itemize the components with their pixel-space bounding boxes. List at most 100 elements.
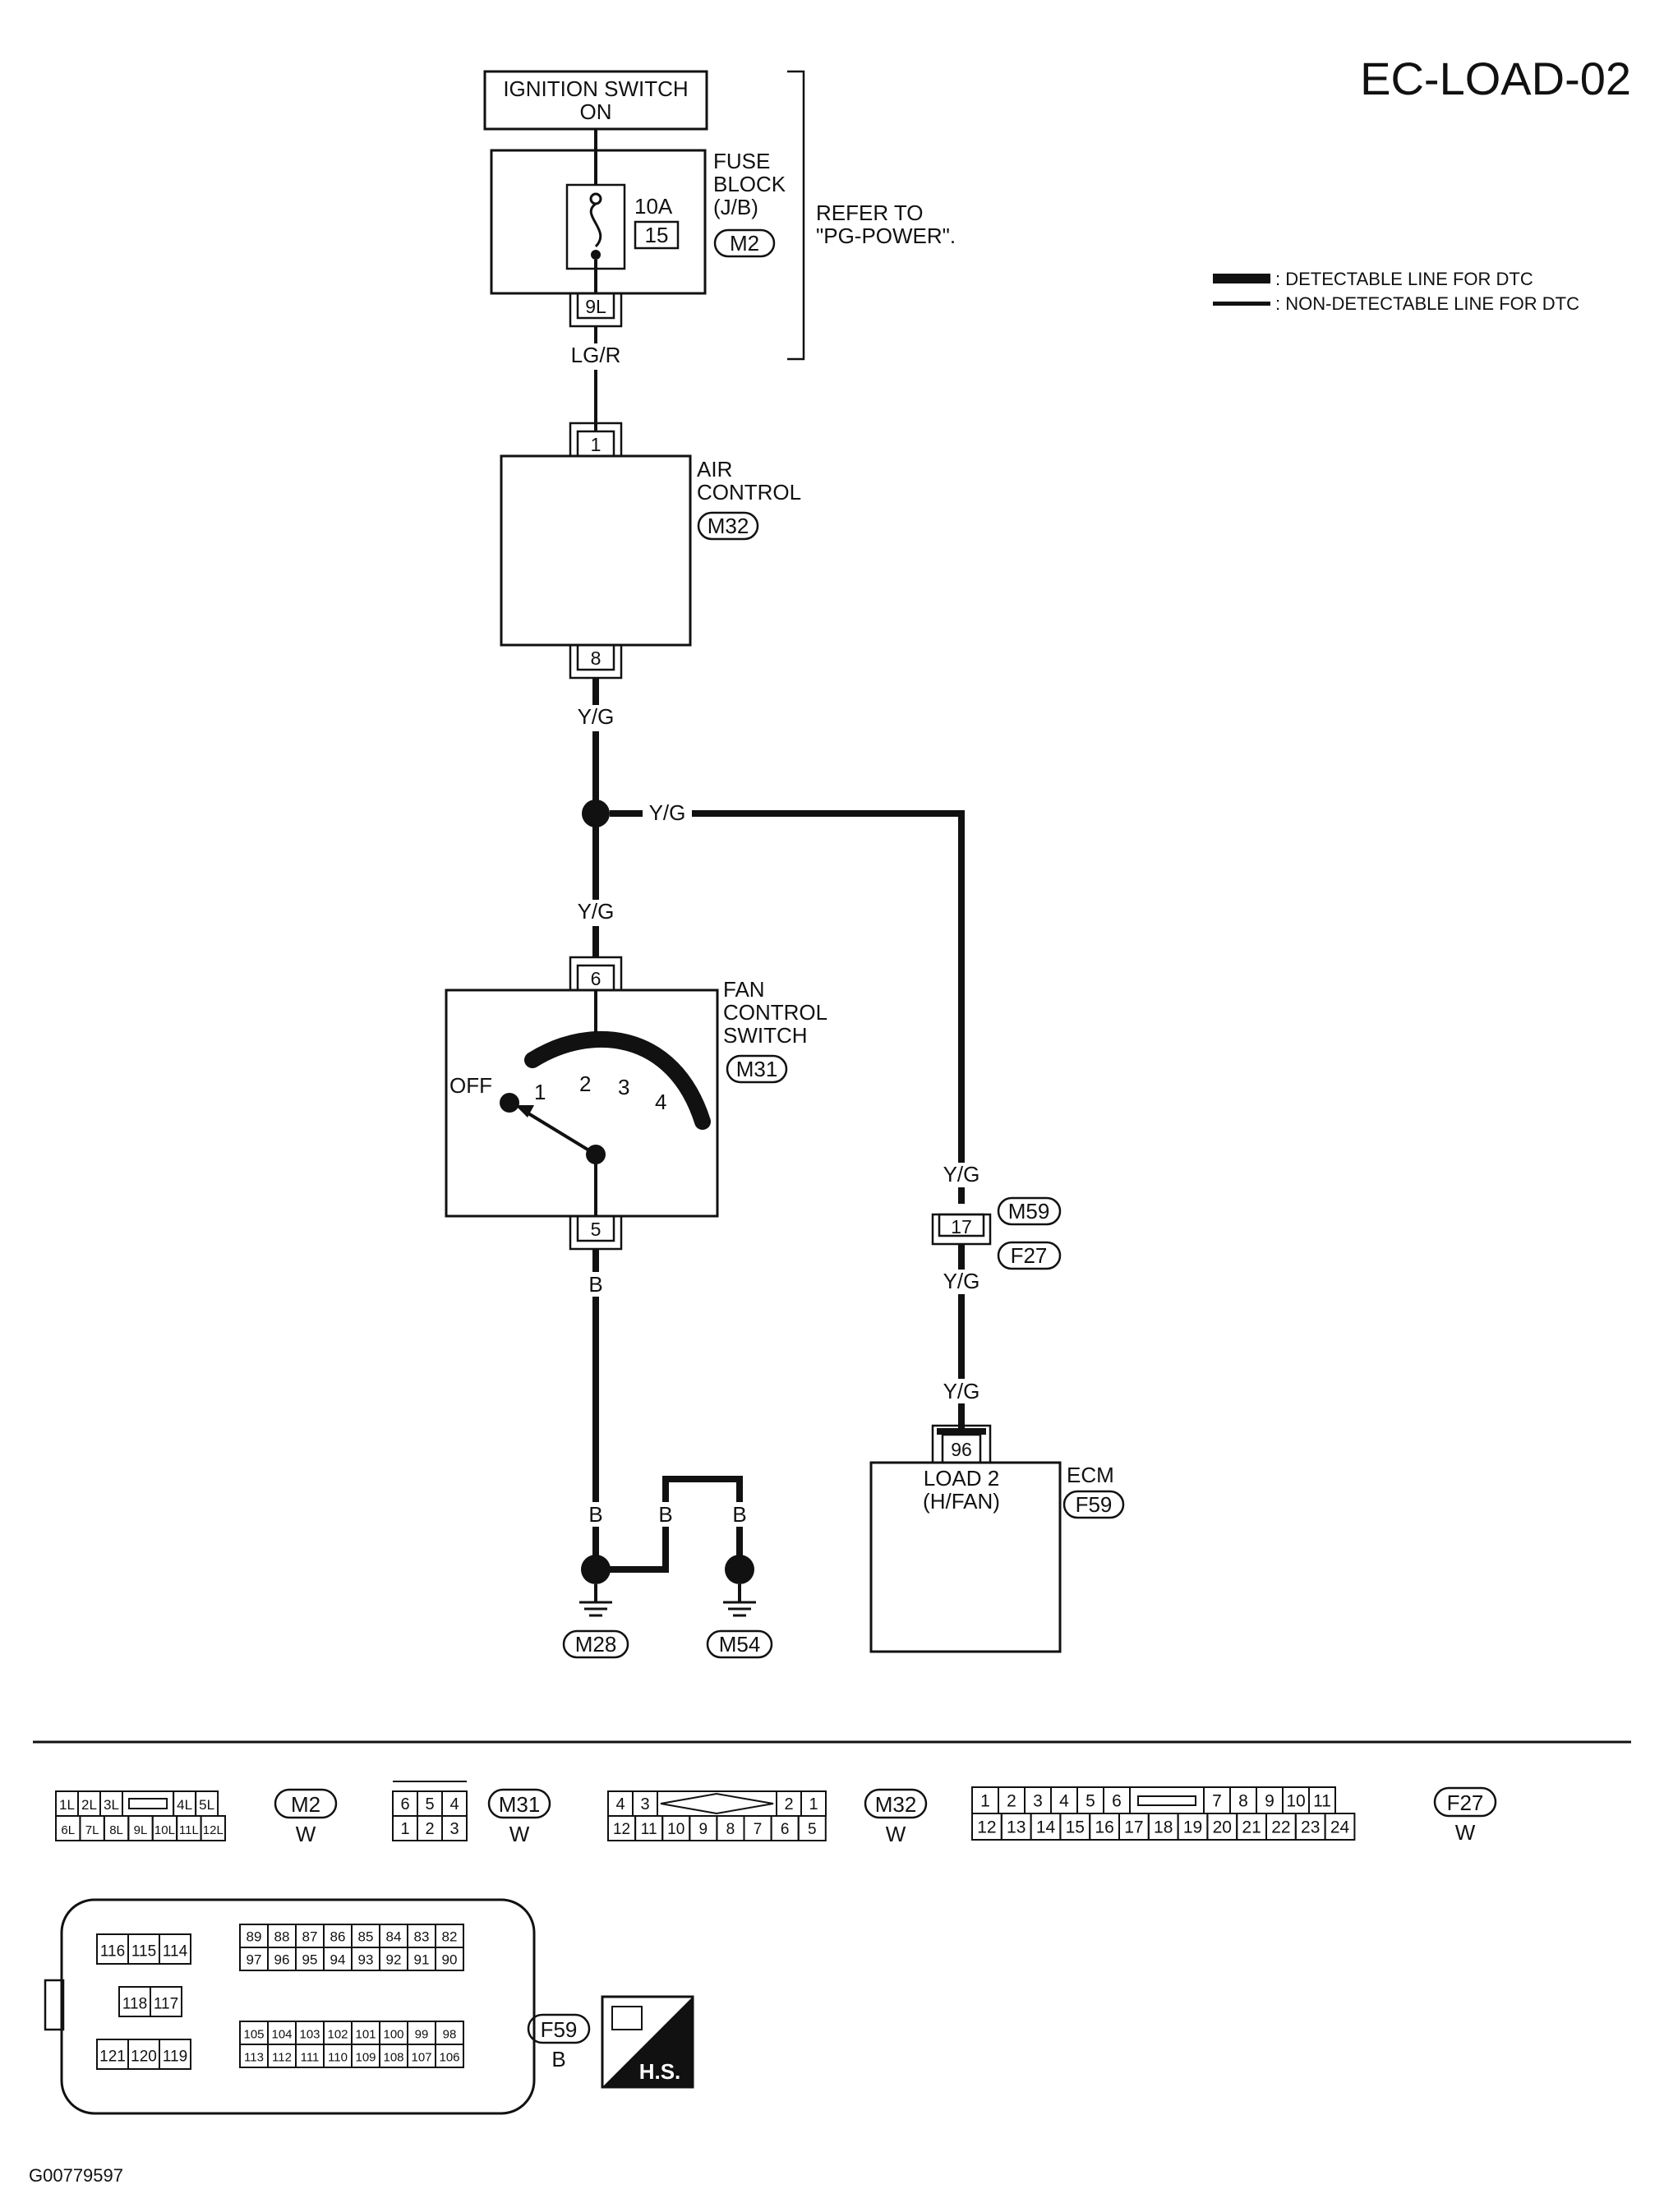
f59-pin: 103 xyxy=(299,2027,320,2041)
f59-pin: 96 xyxy=(274,1952,290,1967)
m2-pin: 7L xyxy=(85,1823,99,1837)
f59-pin: 90 xyxy=(442,1952,458,1967)
m2-pin: 10L xyxy=(154,1823,175,1837)
fuse-block: 10A 15 FUSE BLOCK (J/B) M2 9L xyxy=(490,149,786,328)
m2-pin: 5L xyxy=(199,1797,214,1813)
f59-pin: 98 xyxy=(443,2027,457,2041)
f59-pin: 106 xyxy=(439,2050,459,2064)
m2-pin: 9L xyxy=(134,1823,148,1837)
f27-cell xyxy=(1324,1813,1356,1841)
fan-switch-pos-2: 2 xyxy=(579,1071,591,1096)
m32-pin: 5 xyxy=(808,1821,817,1838)
legend-non-detectable: : NON-DETECTABLE LINE FOR DTC xyxy=(1275,293,1579,314)
inline-connector: Y/G 17 M59 F27 xyxy=(931,1162,1062,1270)
f59-pin: 117 xyxy=(154,1995,178,2012)
m2-color: W xyxy=(296,1822,316,1846)
ground-m54: M54 xyxy=(706,1555,773,1659)
f59-pin: 89 xyxy=(247,1929,262,1944)
m31-pin: 4 xyxy=(449,1795,459,1813)
f27-pin: 14 xyxy=(1036,1818,1056,1836)
f59-pin: 112 xyxy=(272,2050,292,2064)
f27-pin: 11 xyxy=(1313,1791,1331,1810)
m2-pin: 8L xyxy=(109,1823,123,1837)
m2-pin: 12L xyxy=(203,1823,224,1837)
fan-switch-pin-out: 5 xyxy=(591,1219,602,1240)
m32-cell xyxy=(797,1815,827,1841)
legend-detectable: : DETECTABLE LINE FOR DTC xyxy=(1275,269,1533,289)
f59-housing xyxy=(44,1898,536,2115)
f27-pin: 5 xyxy=(1086,1791,1095,1810)
m32-color: W xyxy=(886,1822,906,1846)
wire-label-b-4: B xyxy=(732,1502,746,1527)
m32-key xyxy=(657,1790,777,1817)
refer-label-2: "PG-POWER". xyxy=(816,224,956,248)
f59-pin: 115 xyxy=(131,1942,156,1960)
ground-m28: M28 xyxy=(562,1555,629,1659)
m2-id: M2 xyxy=(291,1792,320,1817)
f27-pin: 15 xyxy=(1066,1818,1085,1836)
air-control-connector: M32 xyxy=(708,514,749,538)
detectable-line-swatch xyxy=(1213,274,1270,283)
fuse-block-connector: M2 xyxy=(730,231,759,256)
f59-pin: 92 xyxy=(386,1952,402,1967)
f27-key-slot xyxy=(1137,1795,1196,1806)
m2-pin: 2L xyxy=(81,1797,97,1813)
m32-pin: 1 xyxy=(809,1795,818,1813)
fan-switch-pos-off: OFF xyxy=(449,1073,492,1098)
wire-label-yg-4: Y/G xyxy=(943,1269,980,1293)
fuse-icon xyxy=(589,202,602,248)
f27-pin: 23 xyxy=(1301,1818,1320,1836)
f59-pin: 118 xyxy=(122,1995,147,2012)
fuse-rating: 10A xyxy=(634,194,673,219)
f59-pin: 102 xyxy=(327,2027,348,2041)
air-control-pin-in: 1 xyxy=(591,434,602,455)
fan-switch-pos-3: 3 xyxy=(618,1075,629,1099)
air-control-label-2: CONTROL xyxy=(697,480,801,505)
fan-control-switch: 6 OFF 1 2 3 4 FAN CONTROL SWITCH M31 5 xyxy=(445,956,827,1251)
fuse-number: 15 xyxy=(645,223,669,247)
m32-key-diamond xyxy=(660,1792,774,1815)
wire-label-yg-3: Y/G xyxy=(943,1162,980,1187)
m31-pin: 2 xyxy=(425,1820,434,1838)
f59-pin: 116 xyxy=(100,1942,125,1960)
f27-pin: 12 xyxy=(977,1818,996,1836)
ignition-switch: IGNITION SWITCH ON xyxy=(483,70,708,131)
refer-label-1: REFER TO xyxy=(816,200,924,225)
ecm-label: ECM xyxy=(1067,1463,1114,1487)
fuse-block-label-1: FUSE xyxy=(713,149,770,173)
f59-pin: 105 xyxy=(243,2027,264,2041)
wire-label-b-3: B xyxy=(658,1502,672,1527)
f27-color: W xyxy=(1455,1820,1476,1845)
f59-pin: 120 xyxy=(131,2048,157,2065)
m2-tag xyxy=(274,1788,338,1819)
legend: : DETECTABLE LINE FOR DTC : NON-DETECTAB… xyxy=(1213,269,1579,314)
f59-pin: 113 xyxy=(244,2050,264,2064)
fan-switch-pos-1: 1 xyxy=(534,1080,546,1104)
f27-pin: 17 xyxy=(1124,1818,1143,1836)
air-control: 1 AIR CONTROL M32 8 xyxy=(500,422,801,680)
m2-key xyxy=(122,1790,175,1817)
f59-cell xyxy=(159,2039,191,2070)
ground-m28-connector: M28 xyxy=(575,1632,617,1657)
m32-pin: 11 xyxy=(641,1821,657,1838)
fan-switch-label-3: SWITCH xyxy=(723,1023,808,1048)
f27-key xyxy=(1129,1786,1205,1814)
ignition-state: ON xyxy=(580,99,612,124)
f27-pin: 7 xyxy=(1212,1791,1222,1810)
f59-tag xyxy=(527,2013,591,2044)
fuse-block-label-2: BLOCK xyxy=(713,172,786,196)
f27-pin: 6 xyxy=(1112,1791,1122,1810)
f59-id: F59 xyxy=(541,2017,578,2042)
m32-pin: 4 xyxy=(615,1795,625,1813)
m32-id: M32 xyxy=(875,1792,917,1817)
m32-pin: 3 xyxy=(640,1795,649,1813)
m2-cell xyxy=(200,1815,227,1841)
wire-label-yg-branch: Y/G xyxy=(649,800,686,825)
splice-point xyxy=(582,800,610,827)
f27-pin: 2 xyxy=(1007,1791,1016,1810)
inline-connector-upper: M59 xyxy=(1008,1199,1050,1224)
m32-pin: 9 xyxy=(699,1821,708,1838)
f59-pin: 109 xyxy=(355,2050,376,2064)
m2-key-slot xyxy=(128,1798,168,1809)
ecm-pin-label-1: LOAD 2 xyxy=(924,1466,1000,1491)
